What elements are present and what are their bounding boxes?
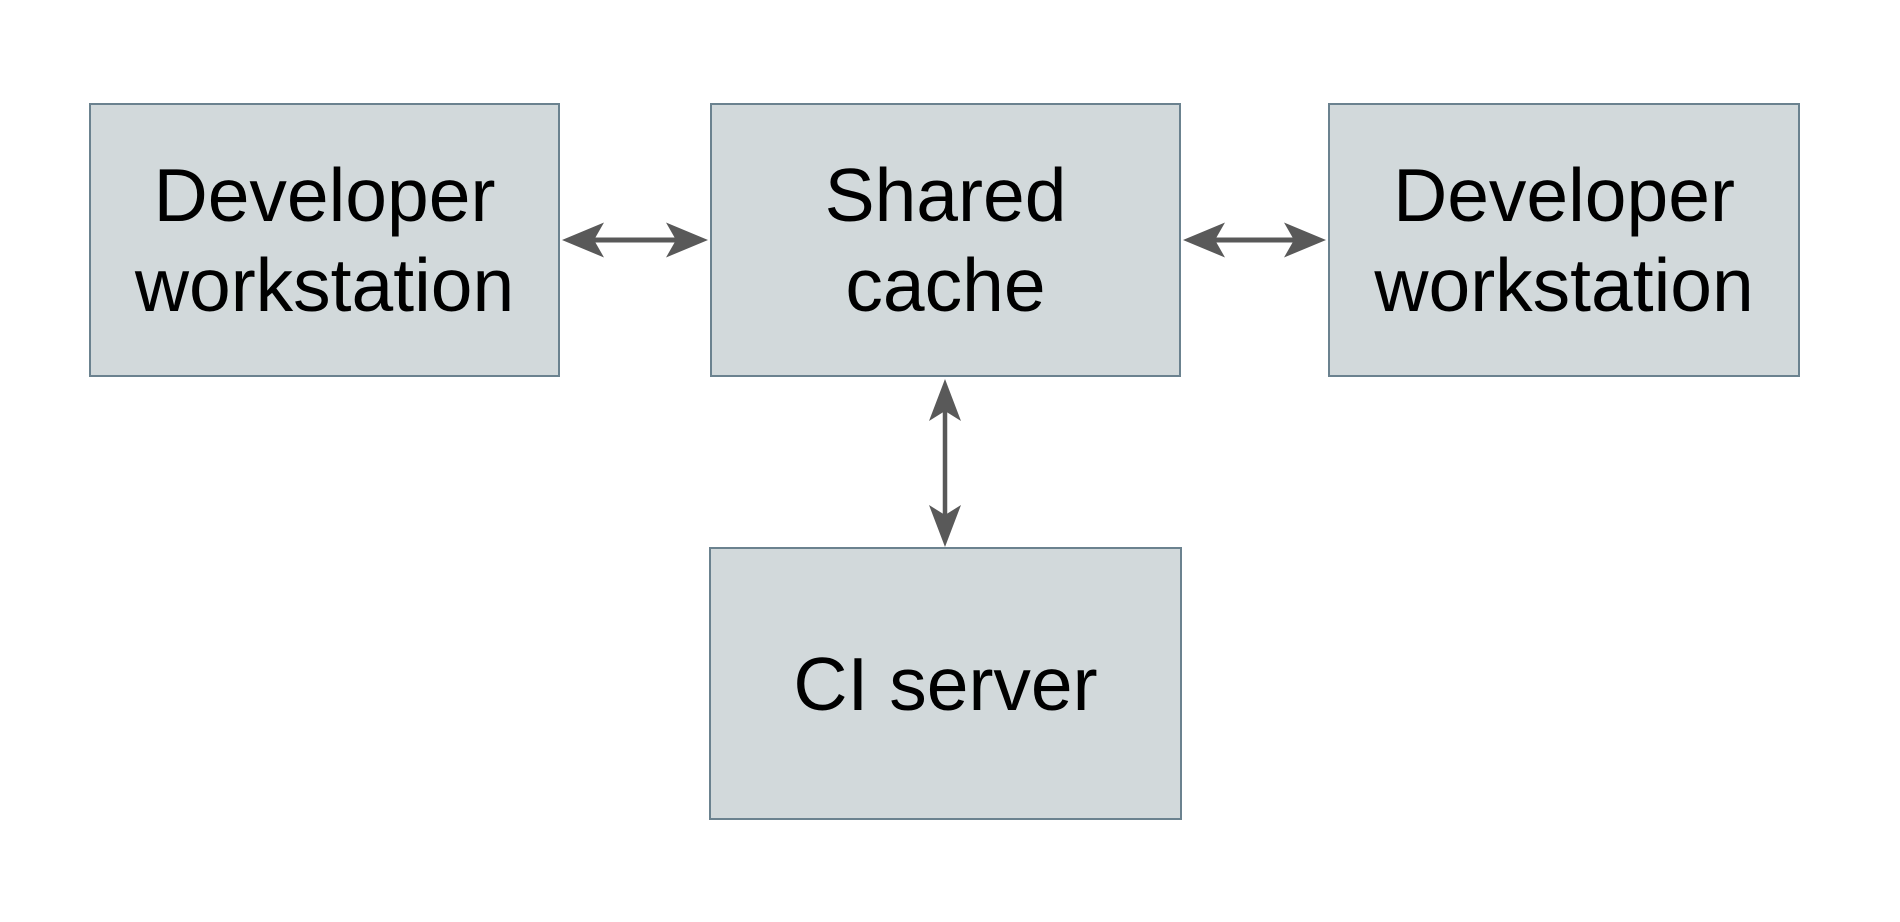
node-label-line: workstation	[134, 243, 515, 327]
node-ci-server: CI server	[709, 547, 1182, 820]
node-developer-workstation-left: Developer workstation	[89, 103, 560, 377]
node-label-line: Developer	[153, 153, 496, 237]
bidirectional-arrow-icon	[1183, 220, 1326, 260]
node-developer-workstation-right: Developer workstation	[1328, 103, 1800, 377]
node-label-line: CI server	[793, 641, 1098, 726]
node-label-line: Developer	[1393, 153, 1735, 237]
node-label-line: workstation	[1374, 243, 1754, 327]
bidirectional-arrow-icon	[925, 379, 965, 547]
node-label-line: cache	[845, 243, 1046, 327]
node-label-line: Shared	[824, 153, 1067, 237]
node-shared-cache: Shared cache	[710, 103, 1181, 377]
bidirectional-arrow-icon	[562, 220, 708, 260]
